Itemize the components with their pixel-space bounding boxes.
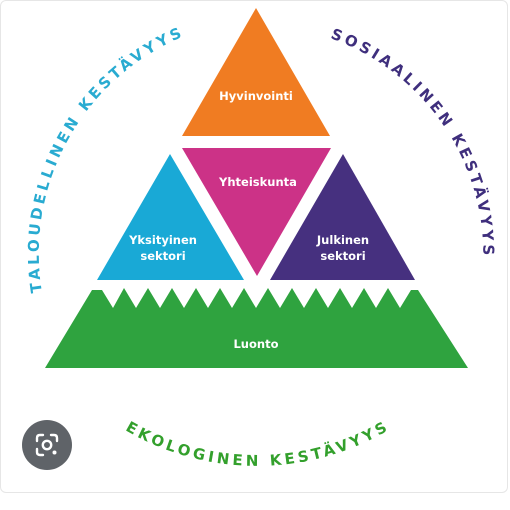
lens-camera-icon: [35, 433, 59, 457]
left-block-private-sector: [97, 154, 244, 280]
lens-search-button[interactable]: [22, 420, 72, 470]
bottom-whitespace: [0, 494, 510, 510]
top-block-wellbeing: [182, 8, 330, 136]
right-block-public-sector: [270, 154, 415, 280]
right-block-label-line1: Julkinen: [316, 233, 369, 247]
base-block-label: Luonto: [233, 337, 278, 351]
right-block-label-line2: sektori: [320, 249, 365, 263]
image-frame: [0, 0, 508, 493]
left-block-label-line2: sektori: [140, 249, 185, 263]
center-block-label: Yhteiskunta: [218, 175, 297, 189]
left-block-label-line1: Yksityinen: [128, 233, 197, 247]
base-block-nature: [45, 288, 468, 368]
center-block-society: [182, 148, 331, 276]
top-block-label: Hyvinvointi: [219, 89, 293, 103]
ecological-sustainability-arc-label: EKOLOGINEN KESTÄVYYS: [123, 417, 393, 470]
